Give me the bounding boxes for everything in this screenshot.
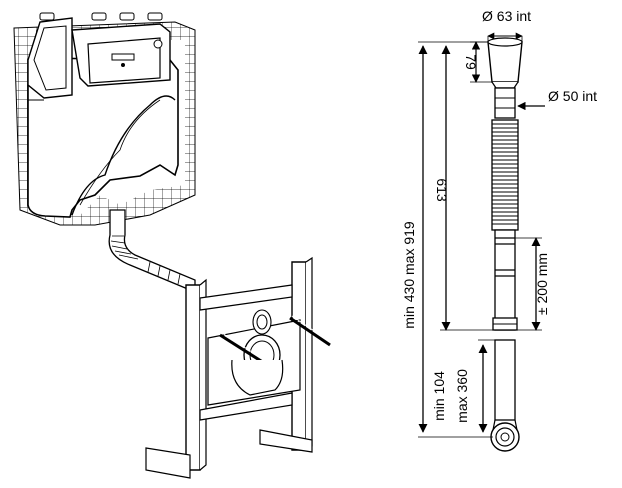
dimension-lines bbox=[418, 32, 545, 438]
total-range-label: min 430 max 919 bbox=[401, 221, 417, 329]
flush-plate bbox=[39, 12, 171, 87]
inlet-diameter-label: Ø 63 int bbox=[482, 8, 531, 24]
flush-pipe bbox=[108, 209, 196, 293]
outlet-diameter-label: Ø 50 int bbox=[548, 88, 597, 104]
cistern-tank bbox=[27, 17, 179, 218]
corrugated-hose bbox=[491, 119, 519, 231]
telescopic-range-label: ± 200 mm bbox=[534, 253, 550, 315]
bottom-max-label: max 360 bbox=[454, 369, 470, 423]
pipe-length-label: 613 bbox=[434, 178, 450, 202]
pipe-assembly bbox=[487, 37, 523, 452]
bottom-min-label: min 104 bbox=[431, 371, 447, 421]
collar-height-label: 79 bbox=[463, 54, 479, 70]
mounting-frame bbox=[145, 256, 333, 479]
